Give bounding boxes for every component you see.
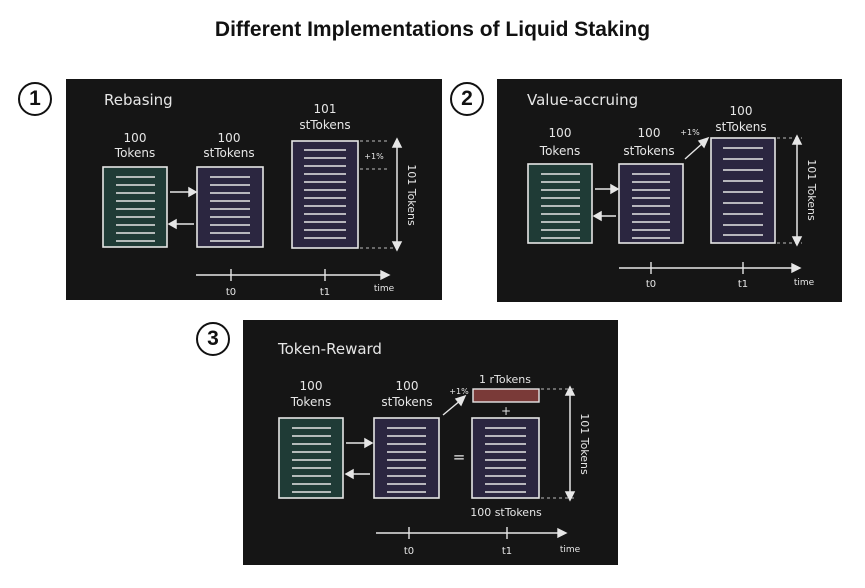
time-label: time <box>374 284 395 294</box>
panel-number-badge: 3 <box>196 322 230 356</box>
t0-label: t0 <box>226 287 236 298</box>
box2-amount: 100 <box>218 131 241 145</box>
rebased-sttokens-lines <box>304 149 346 239</box>
box1-amount: 100 <box>549 126 572 140</box>
sttokens-lines <box>210 176 250 242</box>
box3-amount: 101 <box>314 102 337 116</box>
increment-label: +1% <box>680 128 700 137</box>
sttokens-box <box>196 166 264 248</box>
measure-arrow <box>791 134 803 247</box>
value-accruing-panel: Value-accruing 100 Tokens 100 stTokens +… <box>497 79 842 302</box>
t1-label: t1 <box>502 546 512 557</box>
box1-unit: Tokens <box>114 146 155 160</box>
tokens-lines <box>292 427 331 493</box>
box3-amount: 100 <box>730 104 753 118</box>
t0-label: t0 <box>404 546 414 557</box>
sttokens-box <box>373 417 440 499</box>
rebased-sttokens-box <box>291 140 359 249</box>
box1-unit: Tokens <box>539 144 580 158</box>
reward-label: 1 rTokens <box>479 373 531 386</box>
timeline <box>619 262 802 274</box>
rtoken-bar <box>472 388 540 403</box>
measure-arrow <box>564 385 576 502</box>
sttokens-box <box>618 163 684 244</box>
timeline <box>376 527 568 539</box>
box2-amount: 100 <box>638 126 661 140</box>
result-sttokens-lines <box>485 427 526 493</box>
tokens-box <box>102 166 168 248</box>
box2-unit: stTokens <box>623 144 674 158</box>
panel-heading: Rebasing <box>104 91 173 109</box>
token-reward-diagram: Token-Reward 100 Tokens 100 stTokens = +… <box>277 340 591 557</box>
panel-number-badge: 2 <box>450 82 484 116</box>
side-label: 101 Tokens <box>578 413 591 475</box>
tokens-box <box>278 417 344 499</box>
growth-arrow <box>684 136 710 160</box>
swap-arrows <box>167 186 198 230</box>
panel-heading: Token-Reward <box>277 340 382 358</box>
valued-sttokens-lines <box>723 147 763 236</box>
tokens-lines <box>116 176 155 242</box>
box2-unit: stTokens <box>381 395 432 409</box>
rebasing-diagram: Rebasing 100 Tokens 100 stTokens 101 stT… <box>102 91 418 298</box>
timeline <box>196 269 391 281</box>
time-label: time <box>560 545 581 555</box>
value-accruing-diagram: Value-accruing 100 Tokens 100 stTokens +… <box>527 91 818 290</box>
t0-label: t0 <box>646 279 656 290</box>
box3-unit: stTokens <box>715 120 766 134</box>
plus-sign: + <box>501 404 511 418</box>
increment-label: +1% <box>364 152 384 161</box>
page-title: Different Implementations of Liquid Stak… <box>214 18 651 41</box>
reward-arrow <box>442 394 467 416</box>
box1-amount: 100 <box>300 379 323 393</box>
t1-label: t1 <box>738 279 748 290</box>
panel-number-badge: 1 <box>18 82 52 116</box>
increment-label: +1% <box>449 387 469 396</box>
valued-sttokens-box <box>710 137 776 244</box>
tokens-lines <box>541 173 580 239</box>
increment-guides <box>360 140 396 249</box>
side-label: 101 Tokens <box>805 159 818 221</box>
token-reward-panel: Token-Reward 100 Tokens 100 stTokens = +… <box>243 320 618 565</box>
measure-guides <box>777 137 802 244</box>
sttokens-lines <box>632 173 670 239</box>
box1-amount: 100 <box>124 131 147 145</box>
equals-sign: = <box>453 448 466 466</box>
t1-label: t1 <box>320 287 330 298</box>
box2-amount: 100 <box>396 379 419 393</box>
swap-arrows <box>344 437 374 480</box>
side-label: 101 Tokens <box>405 164 418 226</box>
box2-unit: stTokens <box>203 146 254 160</box>
result-label: 100 stTokens <box>470 506 542 519</box>
box1-unit: Tokens <box>290 395 331 409</box>
result-sttokens-box <box>471 417 540 499</box>
box3-unit: stTokens <box>299 118 350 132</box>
rebasing-panel: Rebasing 100 Tokens 100 stTokens 101 stT… <box>66 79 442 300</box>
measure-arrow <box>391 137 403 252</box>
swap-arrows <box>592 183 620 222</box>
sttokens-lines <box>387 427 426 493</box>
tokens-box <box>527 163 593 244</box>
time-label: time <box>794 278 815 288</box>
panel-heading: Value-accruing <box>527 91 638 109</box>
